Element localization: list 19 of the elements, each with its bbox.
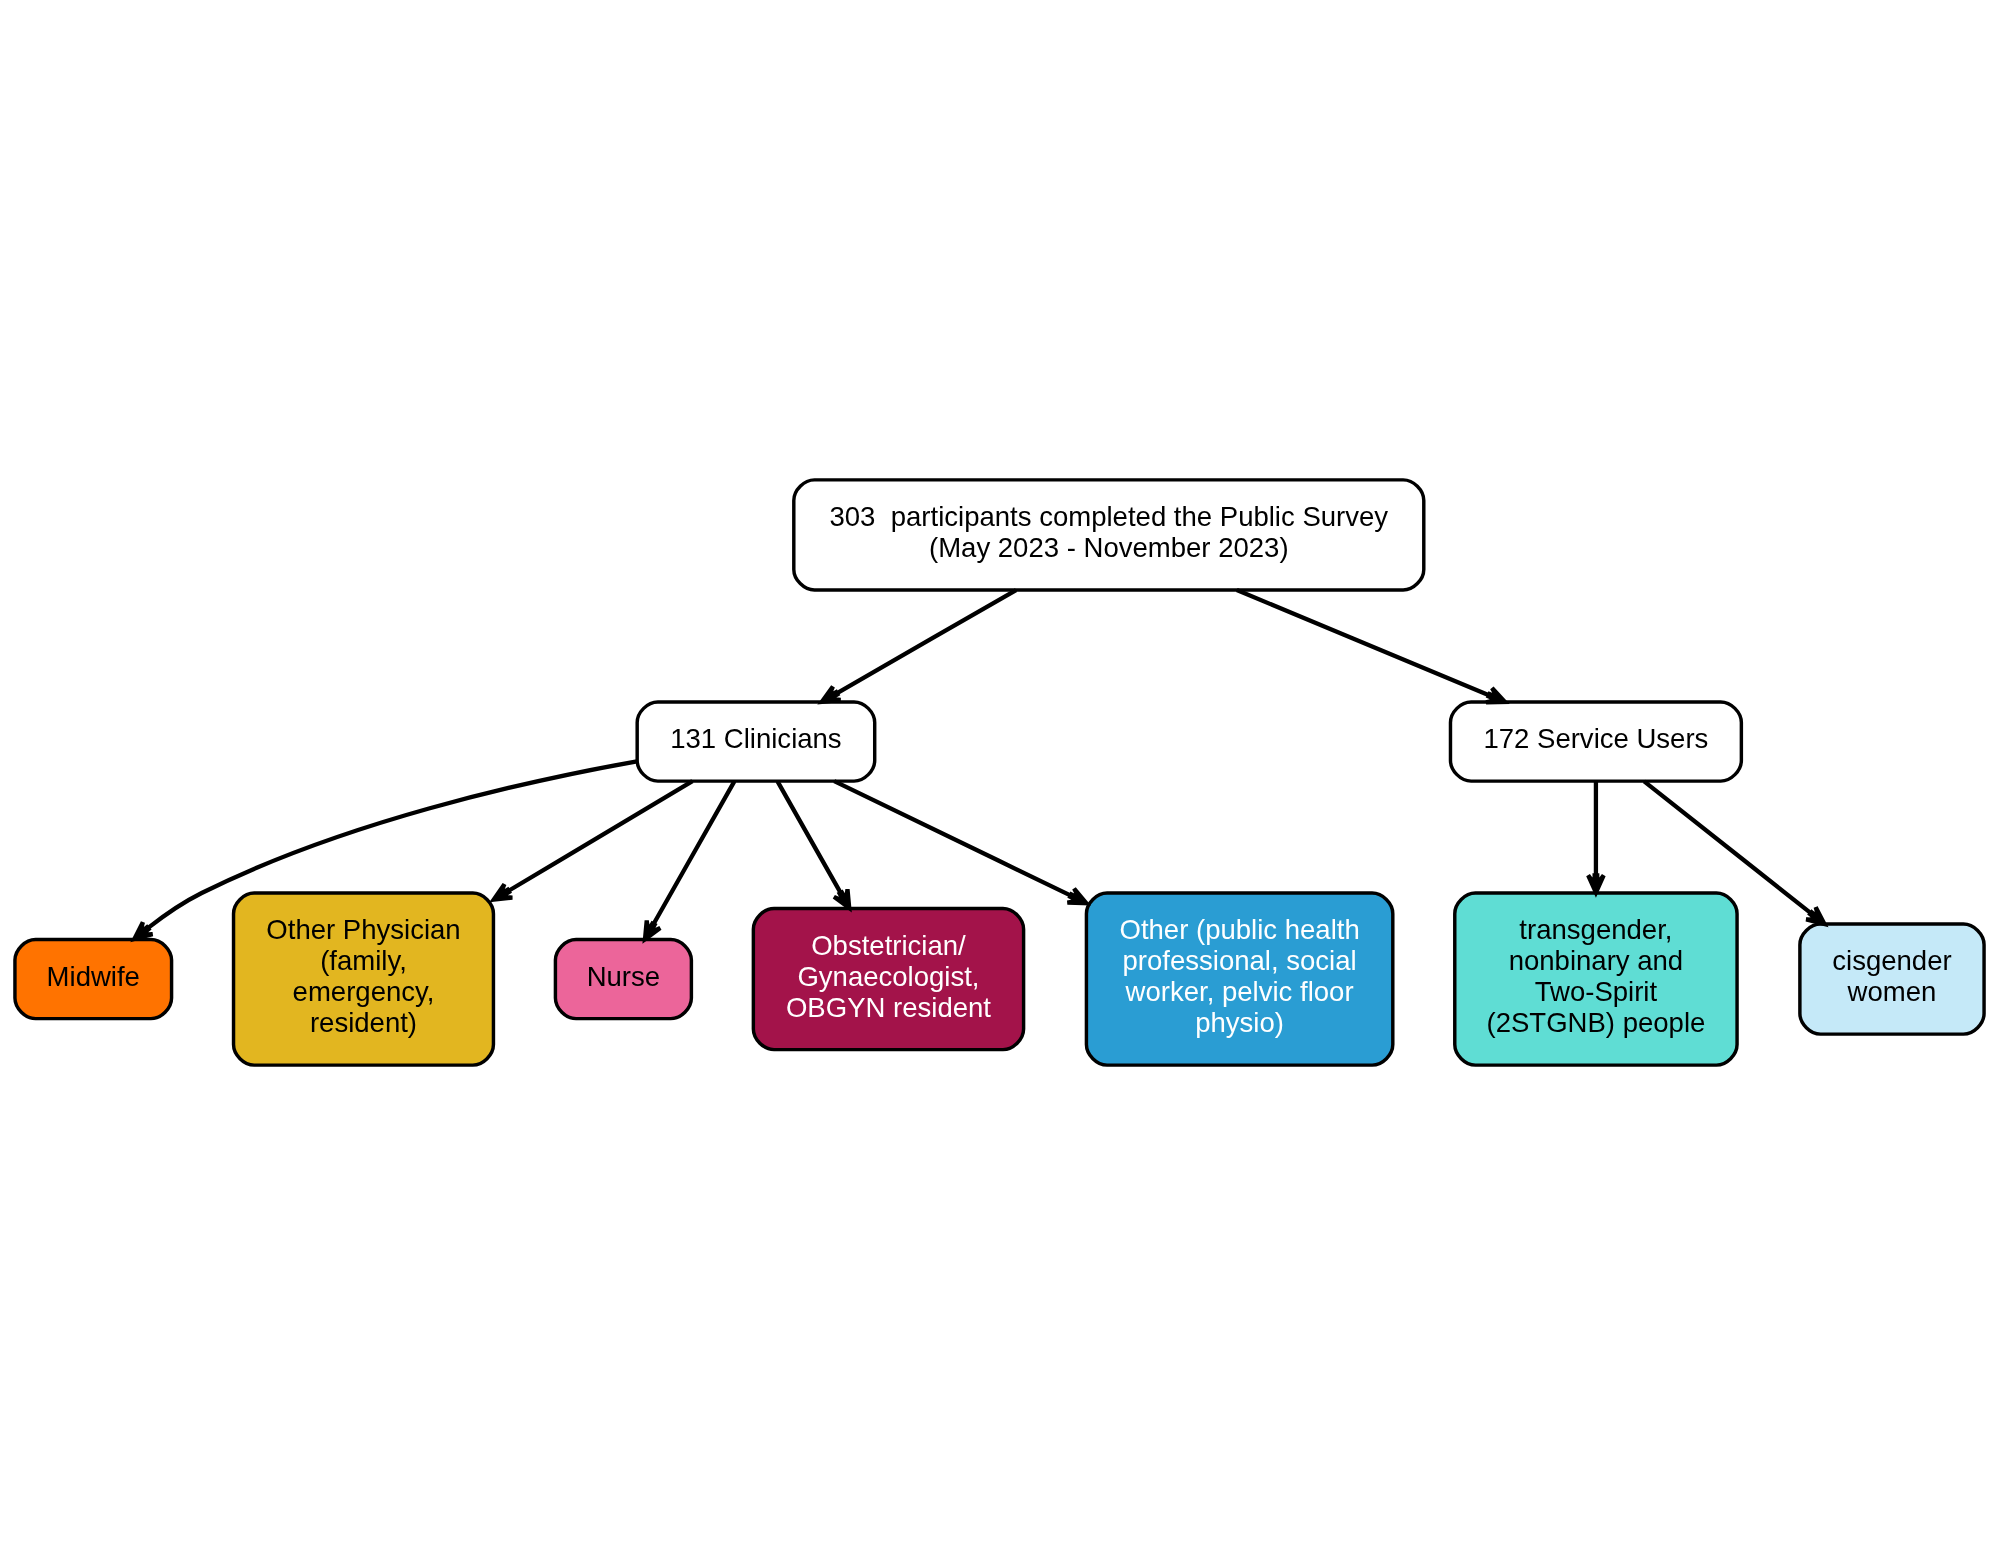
arrow <box>1642 779 1827 927</box>
arrow <box>833 779 1089 906</box>
node-box: 172 Service Users <box>1448 700 1744 783</box>
arrow <box>1586 781 1606 895</box>
arrow <box>775 780 852 911</box>
node-box: 303 participants completed the Public Survey (May 2023 - November 2023) <box>792 478 1426 592</box>
node-box: Other (public health professional, social worker, pelvic floor physio) <box>1084 891 1395 1067</box>
node-box: 131 Clinicians <box>635 700 877 783</box>
node-box: cisgender women <box>1798 922 1986 1036</box>
arrow <box>642 780 737 942</box>
arrow <box>132 759 638 942</box>
arrow <box>491 779 694 902</box>
node-box: Obstetrician/ Gynaecologist, OBGYN resident <box>751 906 1026 1052</box>
node-box: Other Physician (family, emergency, resident) <box>231 891 496 1067</box>
node-box: Nurse <box>553 937 694 1021</box>
arrow <box>1235 588 1508 705</box>
node-box: transgender, nonbinary and Two-Spirit (2STGNB) people <box>1453 891 1739 1067</box>
node-box: Midwife <box>13 937 174 1021</box>
arrow <box>819 588 1018 704</box>
